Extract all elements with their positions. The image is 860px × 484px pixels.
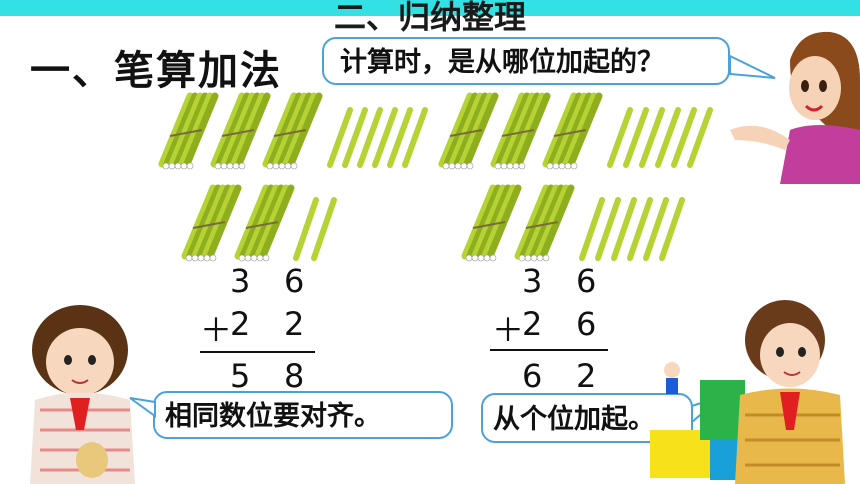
p2-sum-line [490,349,608,351]
girl-note-bubble: 相同数位要对齐。 [153,391,453,439]
counting-stick [623,107,649,168]
counting-stick [659,197,685,261]
counting-stick [639,107,665,168]
p1-top-tens: 3 [230,262,251,300]
stick-bundle [461,184,522,262]
counting-sticks [158,92,713,262]
counting-stick [293,197,319,261]
p2-bottom-tens: 2 [522,305,543,343]
page-title: 二、归纳整理 [333,0,526,36]
counting-stick [402,107,428,168]
p1-result-tens: 5 [230,357,251,395]
p1-bottom-ones: 2 [284,305,305,343]
p1-plus-sign: ＋ [200,311,233,349]
counting-stick [607,107,633,168]
stick-bundle [262,92,323,170]
counting-stick [372,107,398,168]
boy-illustration [650,300,845,484]
p1-sum-line [200,351,315,353]
teacher-illustration [730,31,860,184]
counting-stick [579,197,605,261]
girl-illustration [30,305,135,484]
p2-result-ones: 2 [576,357,597,395]
counting-stick [595,197,621,261]
counting-stick [655,107,681,168]
counting-stick [643,197,669,261]
counting-stick [687,107,713,168]
stick-bundle [158,92,219,170]
counting-stick [671,107,697,168]
p1-result-ones: 8 [284,357,305,395]
p2-top-ones: 6 [576,262,597,300]
stick-bundle [514,184,575,262]
stick-bundle [210,92,271,170]
girl-bubble-tail [129,397,156,418]
stick-bundle [490,92,551,170]
stick-bundle [542,92,603,170]
stick-bundle [234,184,295,262]
p1-bottom-tens: 2 [230,305,251,343]
stick-bundle [181,184,242,262]
counting-stick [342,107,368,168]
counting-stick [311,197,337,261]
counting-stick [327,107,353,168]
teacher-bubble-tail [729,54,776,79]
p2-top-tens: 3 [522,262,543,300]
counting-stick [627,197,653,261]
counting-stick [357,107,383,168]
p2-result-tens: 6 [522,357,543,395]
top-accent-bar [0,0,860,16]
p1-top-ones: 6 [284,262,305,300]
counting-stick [611,197,637,261]
section-title: 一、笔算加法 [30,48,282,94]
p2-plus-sign: ＋ [492,311,525,349]
stick-bundle [438,92,499,170]
p2-bottom-ones: 6 [576,305,597,343]
counting-stick [387,107,413,168]
small-boy-figure [664,362,680,394]
